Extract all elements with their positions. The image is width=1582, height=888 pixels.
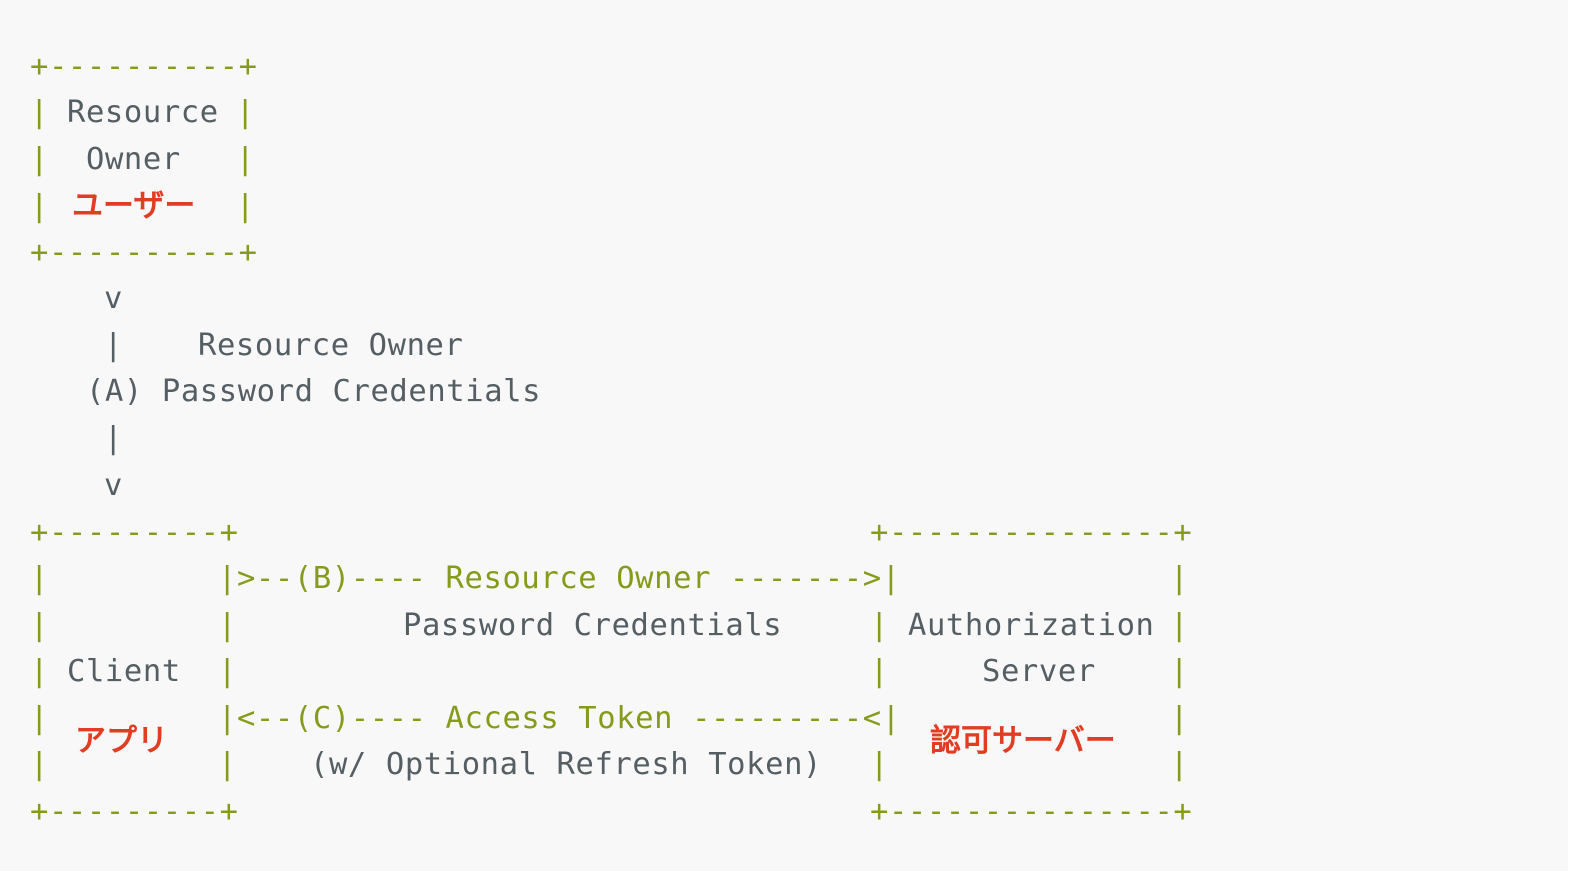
flow-b-arrow-line: |>--(B)---- Resource Owner ------->| (218, 561, 901, 596)
auth-box-left-edge: | (870, 654, 889, 689)
user-box-right-edge: | (236, 142, 255, 177)
client-box-left-edge: | (30, 608, 49, 643)
auth-box-line2: Server (982, 654, 1096, 689)
flow-b-label-line2: Password Credentials (403, 608, 783, 643)
client-box-right-edge: | (218, 608, 237, 643)
flow-a-arrow-bottom: v (104, 468, 123, 503)
client-box-top-border: +---------+ (30, 515, 239, 550)
auth-box-right-edge: | (1170, 747, 1189, 782)
auth-box-right-edge: | (1170, 608, 1189, 643)
diagram-panel: +----------+ | | Resource | | Owner | | … (30, 49, 1193, 829)
user-box-left-edge: | (30, 189, 49, 224)
auth-box-line1: Authorization (908, 608, 1155, 643)
auth-box-jp-label: 認可サーバー (930, 723, 1116, 759)
client-box-left-edge: | (30, 654, 49, 689)
user-box-right-edge: | (236, 95, 255, 130)
flow-a-pipe: | (104, 421, 123, 456)
client-box-label: Client (67, 654, 181, 689)
user-box-bottom-border: +----------+ (30, 235, 258, 270)
user-box-left-edge: | (30, 95, 49, 130)
client-box-jp-label: アプリ (75, 723, 168, 759)
client-box-left-edge: | (30, 747, 49, 782)
client-box-left-edge: | (30, 561, 49, 596)
user-box-jp-label: ユーザー (72, 188, 196, 224)
flow-a-pipe: | (104, 328, 123, 363)
user-box-right-edge: | (236, 189, 255, 224)
flow-c-arrow-line: |<--(C)---- Access Token ---------<| (218, 701, 901, 736)
auth-box-right-edge: | (1170, 561, 1189, 596)
auth-box-left-edge: | (870, 747, 889, 782)
user-box-left-edge: | (30, 142, 49, 177)
client-box-left-edge: | (30, 701, 49, 736)
client-box-right-edge: | (218, 747, 237, 782)
client-box-bottom-border: +---------+ (30, 794, 239, 829)
auth-box-top-border: +---------------+ (870, 515, 1193, 550)
flow-a-label-line1: Resource Owner (198, 328, 464, 363)
auth-box-right-edge: | (1170, 654, 1189, 689)
auth-box-bottom-border: +---------------+ (870, 794, 1193, 829)
flow-a-arrow-top: v (104, 281, 123, 316)
user-box-top-border: +----------+ (30, 49, 258, 84)
user-box-line1: Resource (67, 95, 219, 130)
client-box-right-edge: | (218, 654, 237, 689)
auth-box-right-edge: | (1170, 701, 1189, 736)
flow-c-label-line2: (w/ Optional Refresh Token) (310, 747, 822, 782)
auth-box-left-edge: | (870, 608, 889, 643)
flow-a-label-line2: (A) Password Credentials (86, 374, 542, 409)
user-box-line2: Owner (86, 142, 181, 177)
